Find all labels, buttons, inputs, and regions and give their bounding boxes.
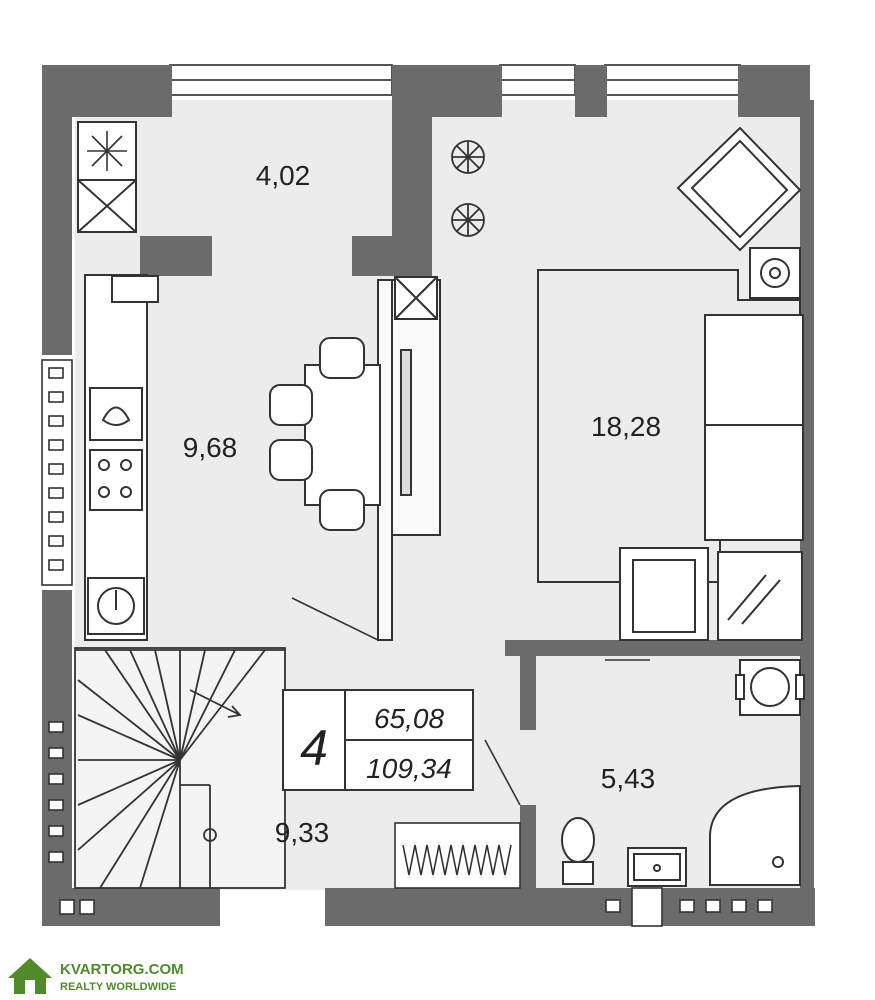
bathroom-fixtures bbox=[561, 659, 805, 887]
fan-icon bbox=[87, 131, 127, 171]
total-area-value: 109,34 bbox=[366, 753, 452, 784]
tv-partition bbox=[377, 276, 441, 641]
area-kitchen-dining: 9,68 bbox=[183, 432, 238, 463]
living-furniture bbox=[537, 126, 804, 641]
bottom-window-marks bbox=[59, 887, 773, 927]
top-windows bbox=[169, 64, 741, 96]
watermark-brand: KVARTORG.COM bbox=[60, 961, 184, 978]
plant-icons bbox=[451, 140, 485, 237]
watermark-tagline: REALTY WORLDWIDE bbox=[60, 981, 176, 993]
area-living: 18,28 bbox=[591, 411, 661, 442]
area-bathroom: 5,43 bbox=[601, 763, 656, 794]
watermark: KVARTORG.COM REALTY WORLDWIDE bbox=[8, 958, 184, 994]
house-logo-icon bbox=[8, 958, 52, 994]
dining-set bbox=[269, 337, 381, 531]
radiator bbox=[394, 822, 521, 889]
stairs bbox=[74, 647, 286, 889]
area-hall-stairs: 9,33 bbox=[275, 817, 330, 848]
left-window-marks bbox=[41, 359, 73, 863]
area-storage: 4,02 bbox=[256, 160, 311, 191]
door-swings bbox=[291, 597, 650, 806]
info-box: 4 65,08 109,34 bbox=[282, 689, 474, 791]
room-count: 4 bbox=[300, 720, 328, 776]
walls bbox=[42, 65, 815, 926]
living-area-value: 65,08 bbox=[374, 703, 444, 734]
